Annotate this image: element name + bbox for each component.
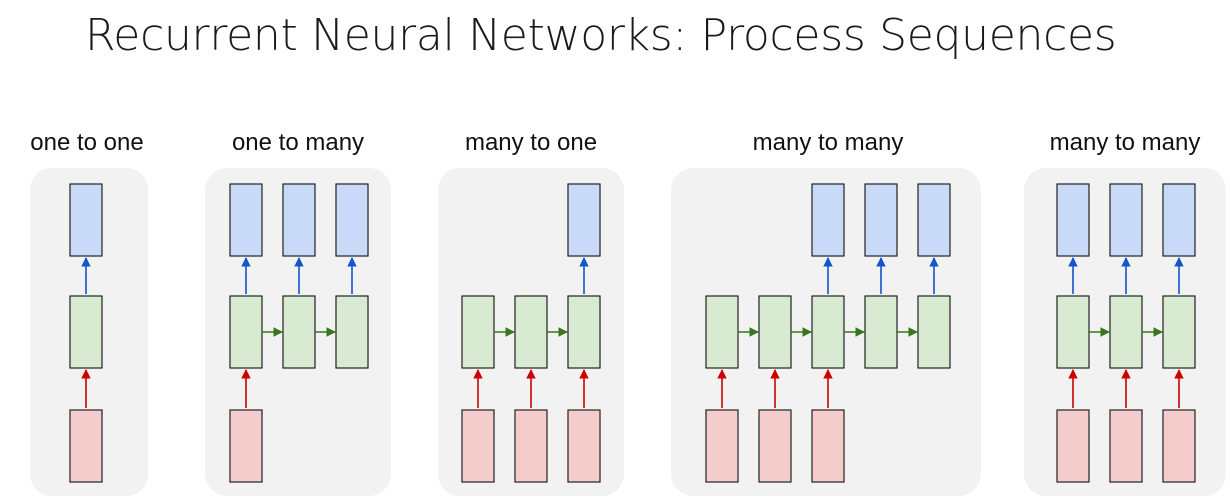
hidden-state-box [514,295,548,369]
hidden-state-box [1056,295,1090,369]
hidden-state-box [1109,295,1143,369]
panel-label: many to many [753,129,904,156]
hidden-state-box [69,295,103,369]
panel-3: many to one [438,129,624,496]
input-box [705,409,739,483]
output-box [1056,183,1090,257]
panel-2: one to many [205,129,391,496]
output-box [917,183,951,257]
output-box [1109,183,1143,257]
input-box [229,409,263,483]
output-box [811,183,845,257]
panel-label: one to many [232,129,364,156]
output-box [335,183,369,257]
hidden-state-box [229,295,263,369]
hidden-state-box [758,295,792,369]
hidden-state-box [811,295,845,369]
hidden-state-box [864,295,898,369]
output-box [229,183,263,257]
panel-4: many to many [671,129,981,496]
output-box [1162,183,1196,257]
input-box [1056,409,1090,483]
output-box [567,183,601,257]
input-box [461,409,495,483]
hidden-state-box [705,295,739,369]
input-box [69,409,103,483]
input-box [567,409,601,483]
panel-label: one to one [30,129,143,156]
hidden-state-box [567,295,601,369]
input-box [514,409,548,483]
input-box [1162,409,1196,483]
panel-5: many to many [1024,129,1226,496]
hidden-state-box [282,295,316,369]
panel-label: many to many [1050,129,1201,156]
output-box [69,183,103,257]
output-box [282,183,316,257]
hidden-state-box [1162,295,1196,369]
slide-title: Recurrent Neural Networks: Process Seque… [85,10,1117,61]
hidden-state-box [917,295,951,369]
input-box [811,409,845,483]
panel-1: one to one [30,129,148,496]
output-box [864,183,898,257]
hidden-state-box [335,295,369,369]
hidden-state-box [461,295,495,369]
input-box [1109,409,1143,483]
input-box [758,409,792,483]
panel-label: many to one [465,129,597,156]
